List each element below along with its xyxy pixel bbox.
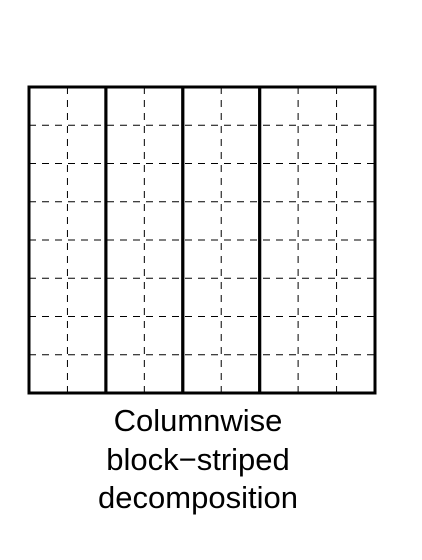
caption-line-1: Columnwise [113,403,283,438]
block-stripe-4 [258,85,377,395]
dashed-cell-grid [29,87,375,393]
block-stripe-borders [27,85,377,395]
caption-line-2: block−striped [106,442,290,477]
caption-line-3: decomposition [98,480,298,515]
block-striped-decomposition-diagram [27,85,377,395]
